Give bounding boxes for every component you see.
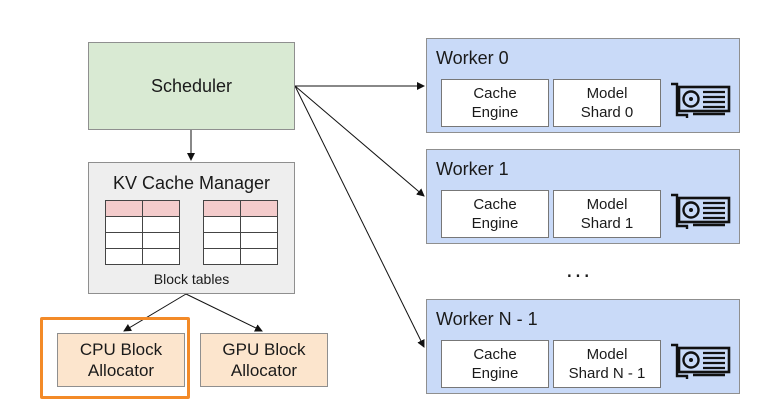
cache-engine-line2: Engine	[471, 365, 519, 382]
arrow-scheduler-to-worker-1	[294, 85, 425, 197]
block-tables-caption: Block tables	[153, 271, 230, 287]
model-shard-line2: Shard 1	[580, 215, 634, 232]
worker-title: Worker 0	[436, 48, 509, 68]
block-table-2	[203, 200, 278, 265]
model-shard-line1: Model	[586, 85, 628, 102]
cpu-allocator-line1: CPU Block	[79, 340, 163, 359]
cpu-allocator-highlight	[40, 317, 190, 399]
scheduler-label: Scheduler	[150, 75, 233, 96]
more-workers-ellipsis: ...	[566, 256, 593, 283]
model-shard-line2: Shard N - 1	[568, 365, 646, 382]
cache-engine-line1: Cache	[473, 196, 517, 213]
gpu-card-icon	[671, 82, 731, 118]
cache-engine-line1: Cache	[473, 346, 517, 363]
arrow-kv-manager-to-cpu-allocator	[123, 293, 187, 332]
scheduler-box: Scheduler	[88, 42, 295, 130]
gpu-block-allocator-box: GPU Block Allocator	[200, 333, 328, 387]
gpu-allocator-line2: Allocator	[230, 361, 298, 380]
cache-engine-line2: Engine	[471, 215, 519, 232]
block-table-1	[105, 200, 180, 265]
model-shard-line2: Shard 0	[580, 104, 634, 121]
gpu-card-icon	[671, 343, 731, 379]
model-shard-line1: Model	[586, 346, 628, 363]
cache-engine-line2: Engine	[471, 104, 519, 121]
arrow-scheduler-to-worker-n-1	[294, 85, 425, 348]
worker-title: Worker N - 1	[436, 309, 538, 329]
kv-cache-manager-title: KV Cache Manager	[112, 173, 271, 193]
cache-engine-line1: Cache	[473, 85, 517, 102]
model-shard-line1: Model	[586, 196, 628, 213]
gpu-card-icon	[671, 193, 731, 229]
cpu-block-allocator-box: CPU Block Allocator	[57, 333, 185, 387]
cpu-allocator-line2: Allocator	[87, 361, 155, 380]
worker-title: Worker 1	[436, 159, 509, 179]
gpu-allocator-line1: GPU Block	[222, 340, 306, 359]
arrow-kv-manager-to-gpu-allocator	[185, 293, 263, 332]
